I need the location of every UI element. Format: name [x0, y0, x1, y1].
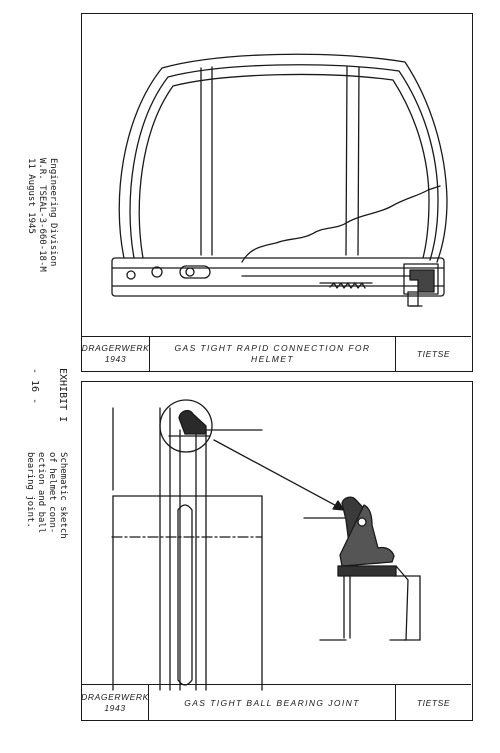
top-drafter: TIETSE — [416, 349, 451, 359]
end-clamp — [403, 263, 439, 295]
detail-circle — [159, 399, 213, 453]
bottom-maker: DRAGERWERK — [81, 691, 149, 702]
right-rib-1 — [345, 65, 348, 256]
helmet-shell-outer — [118, 53, 448, 263]
ball-bearing-joint-drawing — [111, 399, 421, 691]
bottom-drafter: TIETSE — [416, 697, 451, 708]
top-title-line1: GAS TIGHT RAPID CONNECTION FOR — [174, 343, 371, 353]
bottom-title-cell: GAS TIGHT BALL BEARING JOINT — [149, 685, 395, 720]
detail-arrow-line — [213, 439, 345, 511]
top-maker: DRAGERWERK — [81, 343, 150, 353]
latch-pin-2 — [151, 266, 163, 278]
top-year: 1943 — [104, 354, 127, 364]
bottom-title-block: DRAGERWERK 1943 GAS TIGHT BALL BEARING J… — [81, 684, 471, 720]
cutaway-edge — [241, 185, 441, 263]
bottom-drafter-cell: TIETSE — [395, 685, 471, 720]
top-drafter-cell: TIETSE — [395, 337, 471, 371]
bearing-slot — [177, 504, 193, 686]
top-title-cell: GAS TIGHT RAPID CONNECTION FOR HELMET — [150, 337, 395, 371]
helmet-shell-liner — [138, 73, 430, 259]
top-maker-cell: DRAGERWERK 1943 — [82, 337, 150, 371]
bottom-maker-cell: DRAGERWERK 1943 — [81, 685, 149, 720]
helmet-connection-drawing — [111, 53, 448, 307]
latch-pin-1 — [185, 267, 195, 277]
end-clamp-seal — [409, 269, 435, 293]
detail-arrow-head — [332, 500, 345, 511]
bottom-drawing-frame: DRAGERWERK 1943 GAS TIGHT BALL BEARING J… — [81, 381, 473, 721]
bottom-year: 1943 — [104, 702, 126, 713]
top-drawing-frame: DRAGERWERK 1943 GAS TIGHT RAPID CONNECTI… — [81, 13, 473, 372]
helmet-shell-inner — [129, 64, 439, 261]
right-rib-2 — [357, 66, 360, 256]
top-title-block: DRAGERWERK 1943 GAS TIGHT RAPID CONNECTI… — [82, 336, 471, 371]
latch-pin-3 — [126, 270, 136, 280]
top-title-line2: HELMET — [251, 354, 294, 364]
bottom-title: GAS TIGHT BALL BEARING JOINT — [184, 697, 360, 708]
enlarged-detail — [303, 496, 421, 641]
detail-seal-small — [178, 409, 207, 435]
base-ring-outer — [111, 257, 445, 297]
latch-slot — [179, 265, 211, 279]
